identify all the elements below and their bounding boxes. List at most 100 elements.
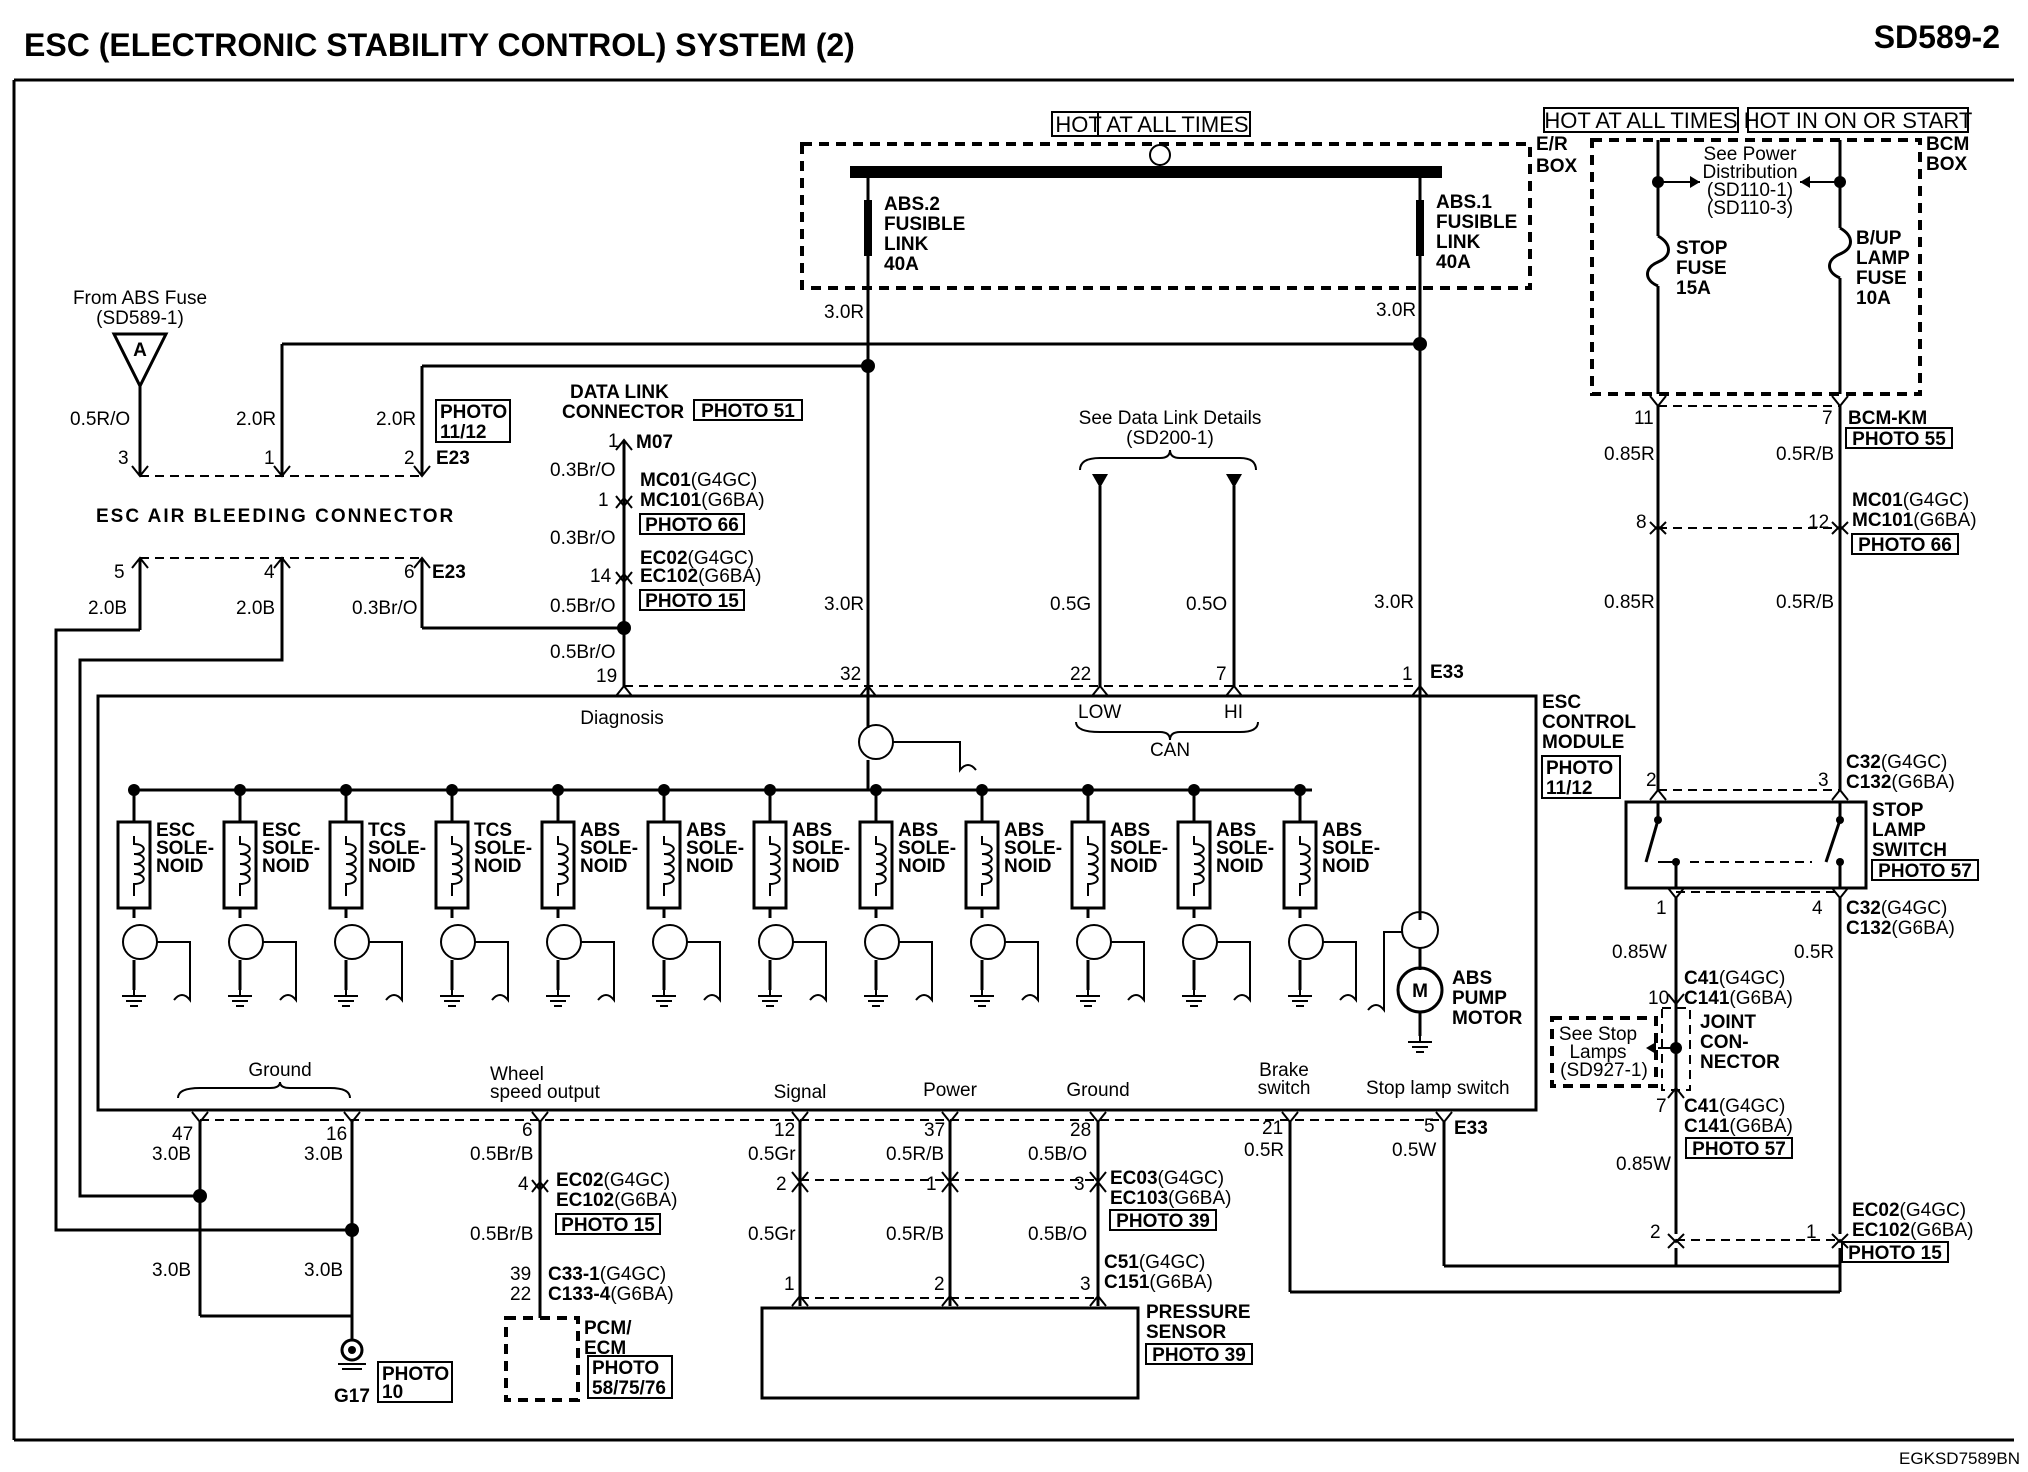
air-bleed-wire-2: 2.0R: [236, 409, 276, 430]
solenoid-label-3-3: NOID: [368, 856, 416, 877]
module-pin-1: 1: [1402, 664, 1413, 685]
bottom-power: Power: [923, 1080, 978, 1101]
solenoid-transistor-7: [758, 924, 794, 960]
ws-ec102: EC102(G6BA): [556, 1190, 677, 1211]
gnd-wire-3: 3.0B: [152, 1260, 191, 1281]
solenoid-gate-9: [1004, 941, 1039, 1003]
solenoid-coil-4: [451, 836, 463, 896]
wire-085w-b: 0.85W: [1616, 1154, 1671, 1175]
air-bleed-pin-2: 2: [404, 448, 415, 469]
can-wire-low: 0.5G: [1050, 594, 1091, 615]
see-stop-1: See Stop: [1559, 1024, 1637, 1045]
wire-05r-sw: 0.5R: [1794, 942, 1834, 963]
solenoid-coil-2: [239, 836, 251, 896]
solenoid-coil-11: [1193, 836, 1205, 896]
module-name-1: ESC: [1542, 692, 1581, 713]
solenoid-label-6-2: SOLE-: [686, 838, 744, 859]
sw-c32-b: C32(G4GC): [1846, 898, 1947, 919]
air-bleed-connector: 0.5R/O 2.0R 2.0R PHOTO 11/12 3 1 2 E23 E…: [54, 399, 624, 1232]
see-power-4: (SD110-3): [1707, 198, 1793, 219]
see-stop-2: Lamps: [1569, 1042, 1626, 1063]
solenoid-label-6-3: NOID: [686, 856, 734, 877]
solenoid-label-2-1: ESC: [262, 820, 301, 841]
can-pin-7: 7: [1216, 664, 1227, 685]
bup-fuse-2: LAMP: [1856, 248, 1910, 269]
see-power-2: Distribution: [1702, 162, 1797, 183]
gnd-wire-2: 3.0B: [304, 1144, 343, 1165]
solenoid-gate-3: [368, 941, 403, 1003]
dlc-ec02: EC02(G4GC): [640, 548, 754, 569]
er-box-label-2: BOX: [1536, 156, 1578, 177]
solenoid-transistor-4: [440, 924, 476, 960]
stop-photo-57: PHOTO 57: [1878, 861, 1972, 882]
solenoid-ground-3: [333, 990, 359, 1007]
bottom-pin-28: 28: [1070, 1120, 1091, 1141]
solenoid-label-3-2: SOLE-: [368, 838, 426, 859]
wire-brake-05r: 0.5R: [1244, 1140, 1284, 1161]
solenoid-label-3-1: TCS: [368, 820, 406, 841]
ps-wire-1a: 0.5Gr: [748, 1144, 796, 1165]
ec-pin-1: 1: [1806, 1222, 1817, 1243]
mc-pin-12: 12: [1808, 512, 1829, 533]
dlc-conn-m07: M07: [636, 432, 673, 453]
stop-fuse-1: STOP: [1676, 238, 1728, 259]
air-bleed-title: ESC AIR BLEEDING CONNECTOR: [96, 506, 455, 527]
dlc-ec102: EC102(G6BA): [640, 566, 761, 587]
dlc-wire-3: 0.5Br/O: [550, 596, 615, 617]
bcm-pin-11: 11: [1634, 408, 1654, 429]
ps-c51: C51(G4GC): [1104, 1252, 1205, 1273]
stop-switch-2: LAMP: [1872, 820, 1926, 841]
solenoid-label-7-3: NOID: [792, 856, 840, 877]
bottom-stop: Stop lamp switch: [1366, 1078, 1510, 1099]
ps-wire-2b: 0.5R/B: [886, 1224, 944, 1245]
dlc-photo-66: PHOTO 66: [645, 515, 739, 536]
solenoid-label-6-1: ABS: [686, 820, 726, 841]
module-name-2: CONTROL: [1542, 712, 1636, 733]
ps-name-2: SENSOR: [1146, 1322, 1227, 1343]
solenoid-label-11-2: SOLE-: [1216, 838, 1274, 859]
solenoid-ground-5: [545, 990, 571, 1007]
solenoid-ground-8: [863, 990, 889, 1007]
air-bleed-pin-6: 6: [404, 562, 415, 583]
solenoid-gate-1: [156, 941, 191, 1003]
solenoid-label-8-2: SOLE-: [898, 838, 956, 859]
pcm-photo-2: 58/75/76: [592, 1378, 666, 1399]
wire-085r-b: 0.85R: [1604, 592, 1655, 613]
bup-fuse-3: FUSE: [1856, 268, 1907, 289]
bottom-pin-16: 16: [326, 1124, 347, 1145]
can-label: CAN: [1150, 740, 1190, 761]
solenoid-coil-6: [663, 836, 675, 896]
solenoid-ground-10: [1075, 990, 1101, 1007]
air-bleed-pin-5: 5: [114, 562, 125, 583]
power-wires: 3.0R 3.0R 3.0R 3.0R: [280, 276, 1427, 686]
solenoid-ground-11: [1181, 990, 1207, 1007]
c41-a: C41(G4GC): [1684, 968, 1785, 989]
abs-fuse-label: From ABS Fuse: [73, 288, 207, 309]
solenoid-label-7-2: SOLE-: [792, 838, 850, 859]
hot-at-all-times-er: HOT AT ALL TIMES: [1055, 112, 1248, 137]
bottom-pin-12: 12: [774, 1120, 795, 1141]
dlc-pin-1: 1: [608, 431, 619, 452]
sw-ec02: EC02(G4GC): [1852, 1200, 1966, 1221]
ps-wire-3b: 0.5B/O: [1028, 1224, 1087, 1245]
ps-c-pin-1: 1: [784, 1274, 795, 1295]
solenoid-transistor-9: [970, 924, 1006, 960]
air-bleed-wire-3: 2.0R: [376, 409, 416, 430]
pcm-photo-1: PHOTO: [592, 1358, 659, 1379]
solenoid-label-1-3: NOID: [156, 856, 204, 877]
abs1-link-1: ABS.1: [1436, 192, 1492, 213]
sw-pin-3: 3: [1818, 770, 1829, 791]
dlc-mc101: MC101(G6BA): [640, 490, 765, 511]
c41-b: C41(G4GC): [1684, 1096, 1785, 1117]
solenoid-transistor-1: [122, 924, 158, 960]
solenoid-label-10-2: SOLE-: [1110, 838, 1168, 859]
wire-abs1-30r: 3.0R: [1376, 300, 1416, 321]
solenoid-gate-11: [1216, 941, 1251, 1003]
ps-wire-2a: 0.5R/B: [886, 1144, 944, 1165]
solenoid-label-5-3: NOID: [580, 856, 628, 877]
ps-photo-39a: PHOTO 39: [1116, 1211, 1210, 1232]
solenoid-ground-1: [121, 990, 147, 1007]
sw-c132-a: C132(G6BA): [1846, 772, 1955, 793]
pcm-2: ECM: [584, 1338, 626, 1359]
pump-motor-2: PUMP: [1452, 988, 1507, 1009]
